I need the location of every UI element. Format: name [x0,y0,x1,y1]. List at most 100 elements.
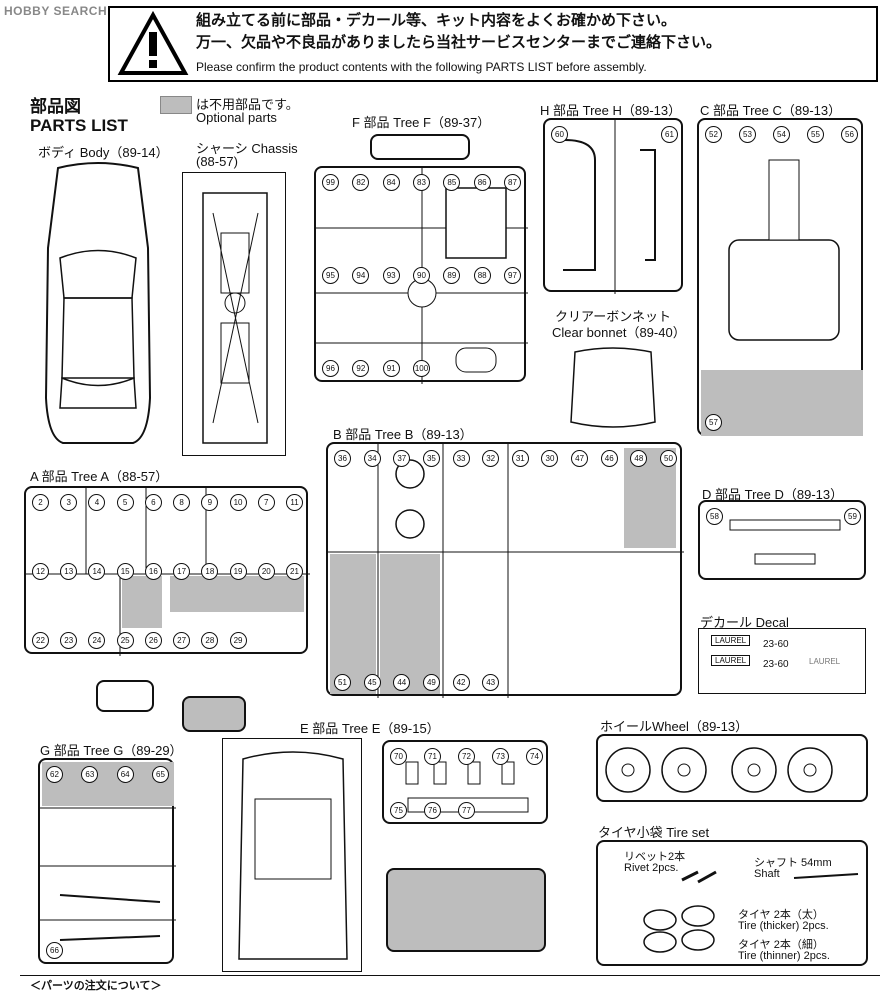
part-number-e-70: 70 [390,748,407,765]
part-number-b-30: 30 [541,450,559,467]
part-number-c-56: 56 [841,126,858,143]
part-number-a-3: 3 [60,494,78,511]
tree-f-label: F 部品 Tree F（89-37） [352,115,491,130]
tree-h-label: H 部品 Tree H（89-13） [540,103,682,118]
part-number-f-94: 94 [352,267,370,284]
decal-laurel-2: LAUREL [711,655,751,666]
tree-a-part-28 [96,680,154,712]
bonnet-jp: クリアーボンネット [555,309,671,324]
part-number-a-9: 9 [201,494,219,511]
body-label: ボディ Body（89-14） [38,145,169,160]
part-number-g-63: 63 [81,766,99,783]
part-number-a-4: 4 [88,494,106,511]
part-number-e-77: 77 [458,802,475,819]
tree-c-frame [697,118,863,436]
part-number-c-54: 54 [773,126,790,143]
part-number-a-11: 11 [286,494,303,511]
part-number-f-97: 97 [504,267,521,284]
part-number-b-34: 34 [363,450,381,467]
part-number-b-37: 37 [393,450,411,467]
tree-h-frame [543,118,683,294]
notice-jp: 組み立てる前に部品・デカール等、キット内容をよくお確かめ下さい。 万一、欠品や不… [196,10,721,54]
notice-en: Please confirm the product contents with… [196,60,647,74]
part-number-a-6: 6 [144,494,162,511]
tree-b-label: B 部品 Tree B（89-13） [333,427,473,442]
part-number-a-13: 13 [60,563,78,580]
rivet-jp: リベット2本 [624,851,686,863]
tree-f-runners [316,168,528,384]
footer-bar: ＜パーツの注文について＞ [20,975,880,992]
tree-a-label: A 部品 Tree A（88-57） [30,469,169,484]
part-number-c-55: 55 [807,126,824,143]
part-number-f-85: 85 [443,174,461,191]
part-number-f-89: 89 [443,267,461,284]
part-number-a-16: 16 [144,563,162,580]
part-number-b-46: 46 [600,450,618,467]
optional-swatch [160,96,192,114]
part-number-d-59: 59 [844,508,861,525]
part-number-f-88: 88 [473,267,491,284]
part-number-a-7: 7 [257,494,275,511]
part-number-a-18: 18 [201,563,219,580]
part-number-f-100: 100 [413,360,430,377]
rivet-en: Rivet 2pcs. [624,862,679,874]
chassis-label: シャーシ Chassis [196,141,298,156]
part-number-f-90: 90 [413,267,430,284]
part-number-f-91: 91 [382,360,400,377]
parts-list-jp: 部品図 [30,97,81,116]
part-number-a-10: 10 [229,494,247,511]
tree-d-parts [729,519,841,565]
part-number-b-36: 36 [334,450,351,467]
tree-c-interior [701,159,863,436]
part-number-b-32: 32 [482,450,500,467]
part-number-b-47: 47 [571,450,589,467]
part-number-f-96: 96 [322,360,339,377]
bonnet-en: Clear bonnet（89-40） [552,325,686,340]
part-number-a-27: 27 [173,632,191,649]
part-number-a-21: 21 [286,563,303,580]
part-number-d-58: 58 [706,508,723,525]
part-number-h-60: 60 [551,126,568,143]
tree-g-frame [38,758,176,964]
part-number-a-28: 28 [201,632,219,649]
part-number-a-2: 2 [32,494,49,511]
part-number-g-65: 65 [152,766,169,783]
tree-b-frame [326,442,684,698]
wheel-parts [605,747,833,793]
part-number-a-22: 22 [32,632,49,649]
part-number-a-26: 26 [144,632,162,649]
chassis-code: (88-57) [196,154,238,169]
part-number-g-66: 66 [46,942,63,959]
part-number-c-52: 52 [705,126,722,143]
tire-thick-jp: タイヤ 2本（太） [738,909,824,921]
part-number-b-31: 31 [511,450,529,467]
part-number-a-5: 5 [116,494,134,511]
part-number-b-48: 48 [630,450,648,467]
decal-plate-1: 23-60 [763,639,789,650]
notice-box [108,6,878,82]
part-number-c-53: 53 [739,126,756,143]
part-number-a-17: 17 [173,563,191,580]
part-number-b-45: 45 [363,674,381,691]
tree-e-optional [386,868,546,952]
part-number-b-35: 35 [422,450,440,467]
part-number-a-20: 20 [257,563,275,580]
part-number-b-43: 43 [482,674,500,691]
decal-plate-2: 23-60 [763,659,789,670]
wheel-label: ホイールWheel（89-13） [600,719,749,734]
shaft-en: Shaft [754,868,780,880]
decal-sheet: LAUREL LAUREL 23-60 23-60 LAUREL [698,628,866,694]
notice-jp-line1: 組み立てる前に部品・デカール等、キット内容をよくお確かめ下さい。 [196,12,677,29]
chassis-frame [182,172,286,456]
part-number-a-24: 24 [88,632,106,649]
legend-jp: は不用部品です。 [196,97,299,112]
wheel-frame [596,734,868,802]
tire-thin-en: Tire (thinner) 2pcs. [738,950,830,962]
tireset-frame: リベット2本 Rivet 2pcs. シャフト 54mm Shaft タイヤ 2… [596,840,868,966]
tire-thick-en: Tire (thicker) 2pcs. [738,920,829,932]
part-number-e-74: 74 [526,748,543,765]
decal-label: デカール Decal [700,615,789,630]
part-number-c-57: 57 [705,414,722,431]
part-number-b-49: 49 [422,674,440,691]
part-number-a-29: 29 [229,632,247,649]
